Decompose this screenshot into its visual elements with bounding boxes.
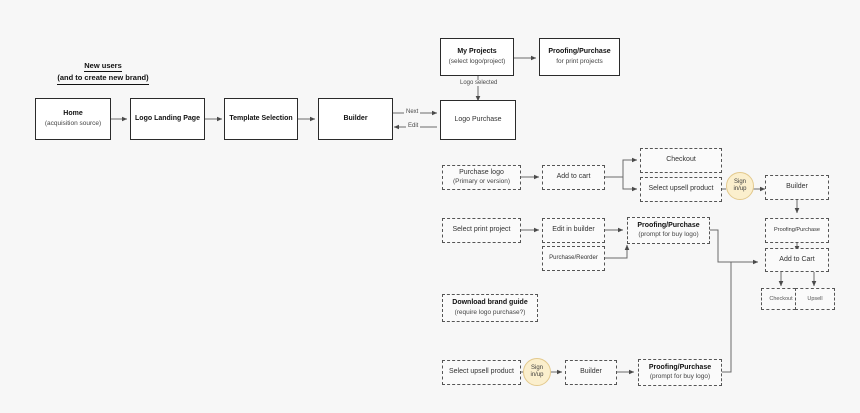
node-builder-top[interactable]: Builder <box>318 98 393 140</box>
node-builder-top-title: Builder <box>343 114 368 122</box>
node-sign-in-up-row2[interactable]: Sign in/up <box>726 172 754 200</box>
node-download-brand-guide-title: Download brand guide <box>452 299 528 307</box>
node-proofing-purchase-print[interactable]: Proofing/Purchase for print projects <box>539 38 620 76</box>
edge-label-edit: Edit <box>406 123 421 129</box>
node-select-print-project[interactable]: Select print project <box>442 218 521 243</box>
node-add-to-cart[interactable]: Add to cart <box>542 165 605 190</box>
sign-in-up-row5-line2: in/up <box>530 372 544 378</box>
node-download-brand-guide[interactable]: Download brand guide (require logo purch… <box>442 294 538 322</box>
node-proofing-right-title: Proofing/Purchase <box>773 227 821 233</box>
node-purchase-logo-sub: (Primary or version) <box>452 178 511 186</box>
sign-in-up-row2-line2: in/up <box>733 186 747 192</box>
node-home-title: Home <box>63 110 83 118</box>
node-checkout-title: Checkout <box>666 156 696 164</box>
node-proofing-print-sub: for print projects <box>556 57 603 65</box>
node-add-to-cart-title: Add to cart <box>556 173 591 181</box>
node-proofing-row5-title: Proofing/Purchase <box>648 363 712 371</box>
node-purchase-reorder[interactable]: Purchase/Reorder <box>542 246 605 271</box>
node-builder-row5-title: Builder <box>580 368 602 376</box>
node-add-to-cart-right[interactable]: Add to Cart <box>765 248 829 272</box>
node-upsell-right-title: Upsell <box>807 295 823 302</box>
node-proofing-row3-sub: (prompt for buy logo) <box>638 231 699 239</box>
edge-label-logo-selected: Logo selected <box>458 80 500 86</box>
node-checkout[interactable]: Checkout <box>640 148 722 173</box>
node-select-print-project-title: Select print project <box>452 226 511 234</box>
node-proofing-purchase-right[interactable]: Proofing/Purchase <box>765 218 829 243</box>
node-select-upsell-product-row5[interactable]: Select upsell product <box>442 360 521 385</box>
node-proofing-purchase-row5[interactable]: Proofing/Purchase (prompt for buy logo) <box>638 359 722 386</box>
node-edit-in-builder[interactable]: Edit in builder <box>542 218 605 243</box>
sign-in-up-row2-line1: Sign <box>733 178 746 185</box>
node-select-upsell-row5-title: Select upsell product <box>449 368 514 376</box>
node-builder-row5[interactable]: Builder <box>565 360 617 385</box>
node-my-projects-sub: (select logo/project) <box>448 57 506 65</box>
node-sign-in-up-row5[interactable]: Sign in/up <box>523 358 551 386</box>
node-select-upsell-product-title: Select upsell product <box>648 185 714 193</box>
edge-label-next: Next <box>404 109 421 115</box>
node-logo-purchase-title: Logo Purchase <box>454 115 502 123</box>
node-download-brand-guide-sub: (require logo purchase?) <box>454 308 526 316</box>
node-purchase-reorder-title: Purchase/Reorder <box>549 254 598 261</box>
node-proofing-row3-title: Proofing/Purchase <box>637 221 700 229</box>
heading-line-2: (and to create new brand) <box>57 72 149 85</box>
sign-in-up-row5-line1: Sign <box>530 364 543 371</box>
section-heading-new-users: New users (and to create new brand) <box>28 60 178 85</box>
node-logo-purchase[interactable]: Logo Purchase <box>440 100 516 140</box>
node-purchase-logo-title: Purchase logo <box>459 168 504 176</box>
node-purchase-logo[interactable]: Purchase logo (Primary or version) <box>442 165 521 190</box>
heading-line-1: New users <box>84 60 122 73</box>
node-proofing-row5-sub: (prompt for buy logo) <box>649 373 711 381</box>
node-template-selection-title: Template Selection <box>229 114 293 122</box>
node-edit-in-builder-title: Edit in builder <box>552 226 595 234</box>
node-builder-right[interactable]: Builder <box>765 175 829 200</box>
node-my-projects-title: My Projects <box>457 48 497 56</box>
node-home[interactable]: Home (acquisition source) <box>35 98 111 140</box>
node-add-to-cart-right-title: Add to Cart <box>779 255 815 263</box>
node-builder-right-title: Builder <box>786 183 808 191</box>
node-logo-landing-page-title: Logo Landing Page <box>135 114 200 122</box>
node-checkout-right-title: Checkout <box>769 295 793 302</box>
node-logo-landing-page[interactable]: Logo Landing Page <box>130 98 205 140</box>
node-select-upsell-product[interactable]: Select upsell product <box>640 177 722 202</box>
node-proofing-purchase-row3[interactable]: Proofing/Purchase (prompt for buy logo) <box>627 217 710 244</box>
node-upsell-right[interactable]: Upsell <box>795 288 835 310</box>
node-my-projects[interactable]: My Projects (select logo/project) <box>440 38 514 76</box>
node-template-selection[interactable]: Template Selection <box>224 98 298 140</box>
node-proofing-print-title: Proofing/Purchase <box>548 48 611 56</box>
node-home-sub: (acquisition source) <box>44 119 102 127</box>
